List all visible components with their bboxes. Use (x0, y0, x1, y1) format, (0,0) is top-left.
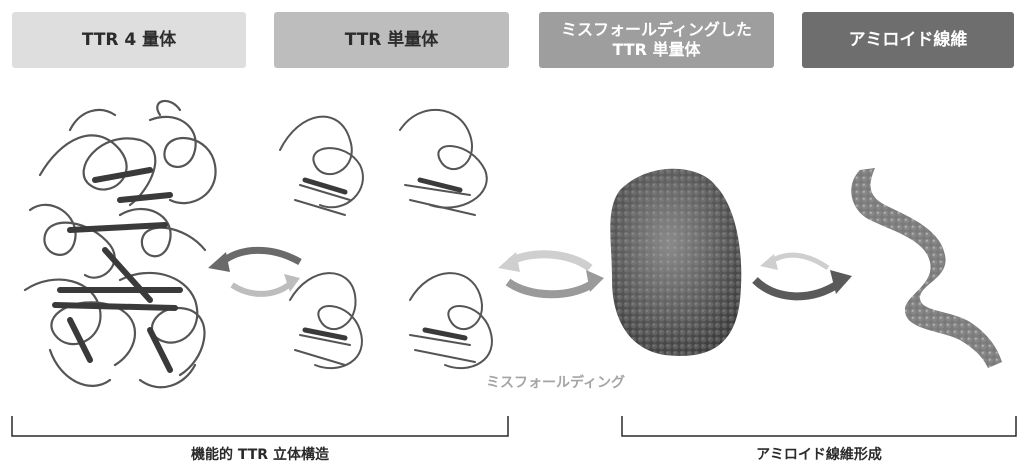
header-ttr-tetramer: TTR 4 量体 (12, 12, 246, 68)
misfolding-label: ミスフォールディング (486, 375, 626, 391)
fibril-icon (851, 168, 1002, 368)
tetramer-strands (52, 167, 183, 373)
fibril-formation-arrows-icon (752, 252, 852, 301)
functional-structure-label: 機能的 TTR 立体構造 (191, 447, 329, 463)
header-misfolded-monomer: ミスフォールディングした TTR 単量体 (539, 12, 774, 68)
tetramer-ribbon-icon (23, 99, 217, 389)
header-ttr-monomer: TTR 単量体 (274, 12, 509, 68)
header-amyloid-fibril: アミロイド線維 (802, 12, 1014, 68)
misfolded-blob-icon (610, 168, 742, 356)
bracket-functional-structure (11, 416, 509, 437)
equilibrium-arrows-icon (208, 246, 302, 297)
header-ttr-tetramer-label: TTR 4 量体 (81, 30, 177, 50)
monomer-ribbon-icon (279, 108, 493, 370)
monomer-strands (302, 177, 468, 341)
header-amyloid-fibril-label: アミロイド線維 (848, 30, 968, 50)
bracket-fibril-formation (621, 416, 1017, 437)
header-misfolded-line1: ミスフォールディングした (561, 20, 752, 39)
fibril-formation-label: アミロイド線維形成 (756, 447, 882, 463)
misfolding-arrows-icon (498, 250, 604, 299)
header-ttr-monomer-label: TTR 単量体 (344, 30, 439, 50)
header-misfolded-line2: TTR 単量体 (612, 40, 701, 59)
